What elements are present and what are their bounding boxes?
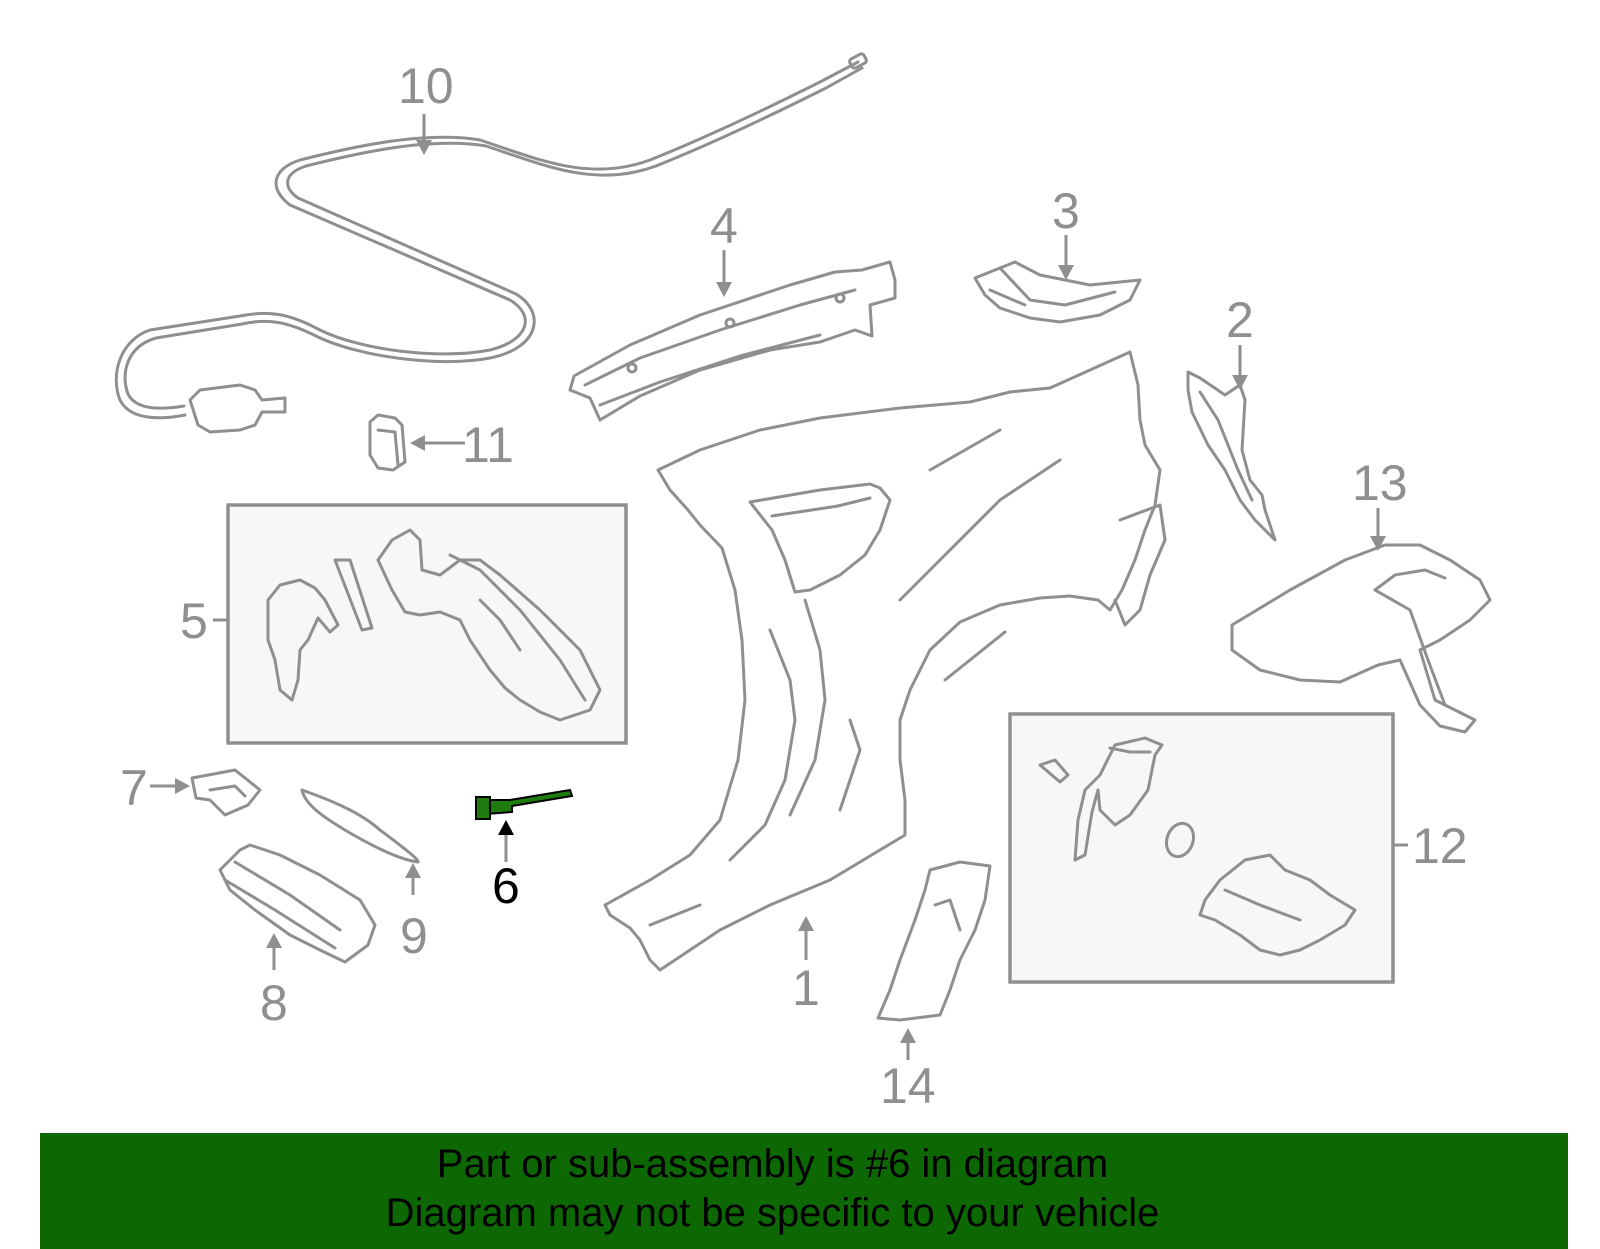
part-14-trim[interactable] — [876, 860, 992, 1022]
part-6-bolt[interactable] — [475, 788, 574, 820]
callout-3: 3 — [1052, 183, 1080, 239]
callout-labels: 10 4 3 2 13 11 5 7 6 9 8 1 14 12 — [120, 58, 1468, 1114]
callout-8: 8 — [260, 975, 288, 1031]
callout-12: 12 — [1412, 818, 1468, 874]
leader-lines — [150, 114, 1408, 1060]
part-10-release-cable[interactable] — [114, 52, 868, 434]
part-5-housing-box[interactable] — [226, 503, 628, 745]
callout-13: 13 — [1352, 455, 1408, 511]
callout-2: 2 — [1226, 292, 1254, 348]
part-12-door-box[interactable] — [1008, 712, 1395, 984]
part-3-bracket[interactable] — [973, 260, 1142, 324]
callout-4: 4 — [710, 198, 738, 254]
callout-9: 9 — [400, 908, 428, 964]
callout-14: 14 — [880, 1058, 936, 1114]
callout-11: 11 — [462, 417, 514, 473]
banner-line-part: Part or sub-assembly is #6 in diagram — [436, 1142, 1109, 1186]
part-13-liner[interactable] — [1230, 543, 1492, 734]
part-9-gasket[interactable] — [300, 788, 420, 864]
callout-5: 5 — [180, 593, 208, 649]
part-4-rail[interactable] — [568, 260, 897, 422]
part-8-fuel-door[interactable] — [218, 843, 377, 964]
info-banner: Part or sub-assembly is #6 in diagram Di… — [40, 1133, 1568, 1249]
callout-6: 6 — [492, 858, 520, 914]
banner-line-disclaimer: Diagram may not be specific to your vehi… — [385, 1191, 1160, 1235]
part-7-bracket[interactable] — [190, 768, 262, 817]
part-1-quarter-panel[interactable] — [603, 350, 1167, 972]
callout-10: 10 — [398, 58, 454, 114]
callout-1: 1 — [792, 960, 820, 1016]
part-2-extension[interactable] — [1186, 370, 1277, 542]
part-11-clip[interactable] — [368, 413, 407, 472]
callout-7: 7 — [120, 760, 148, 816]
